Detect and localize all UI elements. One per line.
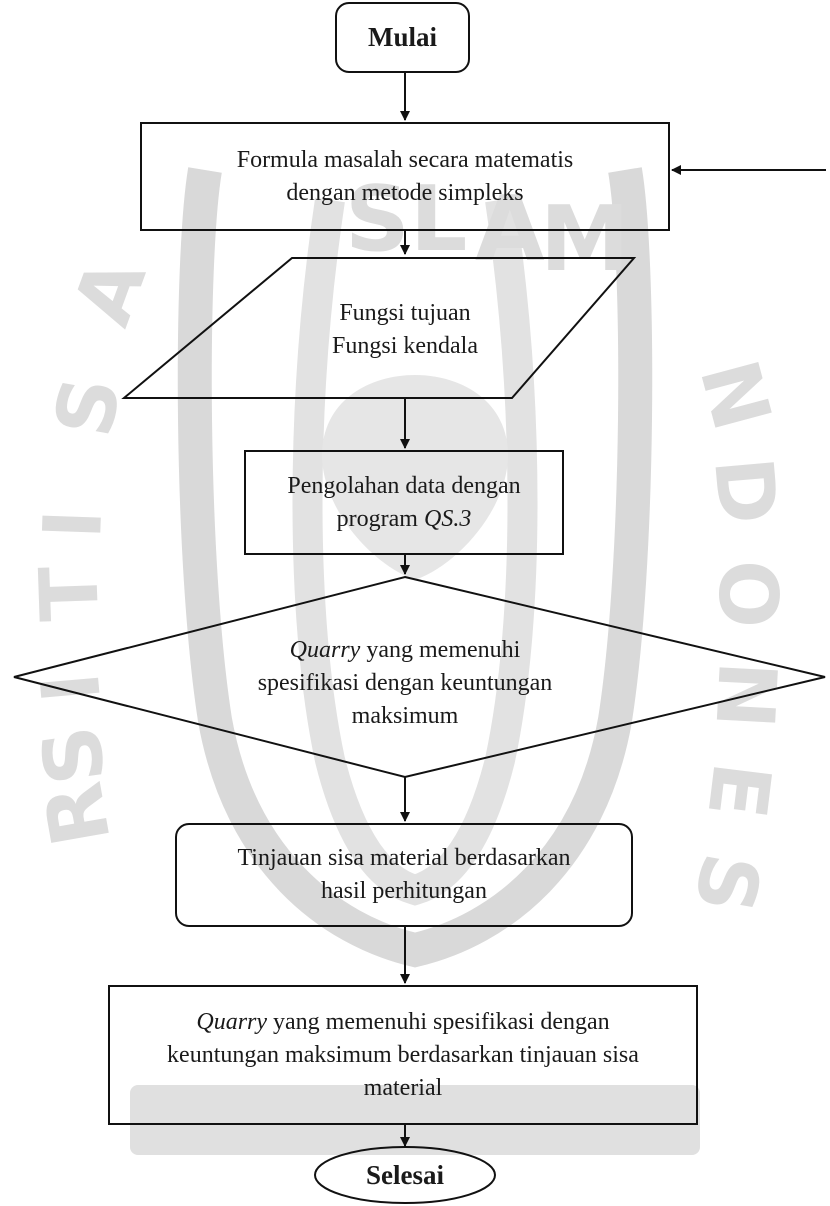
- end-terminator: Selesai: [313, 1148, 497, 1202]
- svg-text:D: D: [696, 454, 794, 528]
- svg-text:E: E: [689, 758, 788, 824]
- decision-line-2: spesifikasi dengan keuntungan: [257, 669, 553, 696]
- input-parallelogram: [121, 257, 637, 399]
- svg-text:L: L: [410, 167, 467, 272]
- formula-line-1: Formula masalah secara matematis: [236, 146, 574, 173]
- svg-text:S: S: [345, 167, 410, 272]
- decision-quarry-word: Quarry: [289, 636, 361, 663]
- input-data-block: Fungsi tujuan Fungsi kendala: [250, 285, 560, 375]
- svg-text:S: S: [24, 720, 124, 790]
- result-box: Quarry yang memenuhi spesifikasi dengan …: [108, 985, 698, 1125]
- review-line-1: Tinjauan sisa material berdasarkan: [237, 845, 571, 871]
- formula-process-box: Formula masalah secara matematis dengan …: [140, 122, 670, 231]
- process-program-name: QS.3: [423, 505, 472, 532]
- input-line-2: Fungsi kendala: [332, 333, 478, 359]
- review-line-2: hasil perhitungan: [321, 878, 487, 904]
- start-terminator: Mulai: [335, 2, 470, 73]
- input-line-1: Fungsi tujuan: [339, 300, 471, 326]
- process-line-1: Pengolahan data dengan: [287, 472, 521, 499]
- end-label: Selesai: [366, 1159, 444, 1190]
- result-line-3: material: [363, 1074, 443, 1101]
- result-quarry-word: Quarry: [196, 1008, 268, 1035]
- svg-text:O: O: [701, 560, 794, 628]
- processing-box: Pengolahan data dengan program QS.3: [244, 450, 564, 555]
- svg-text:I: I: [26, 508, 120, 541]
- review-box: Tinjauan sisa material berdasarkan hasil…: [175, 823, 633, 927]
- decision-text-block: Quarry yang memenuhi spesifikasi dengan …: [220, 628, 590, 738]
- result-line-2: keuntungan maksimum berdasarkan tinjauan…: [167, 1041, 639, 1068]
- svg-text:M: M: [540, 187, 630, 292]
- formula-line-2: dengan metode simpleks: [286, 179, 524, 206]
- decision-line-1-rest: yang memenuhi: [360, 636, 521, 663]
- end-ellipse: [314, 1146, 496, 1204]
- decision-line-3: maksimum: [351, 702, 459, 729]
- start-label: Mulai: [367, 22, 437, 52]
- process-line-2-prefix: program: [336, 505, 424, 532]
- svg-text:T: T: [22, 564, 117, 622]
- result-line-1-rest: yang memenuhi spesifikasi dengan: [267, 1008, 610, 1035]
